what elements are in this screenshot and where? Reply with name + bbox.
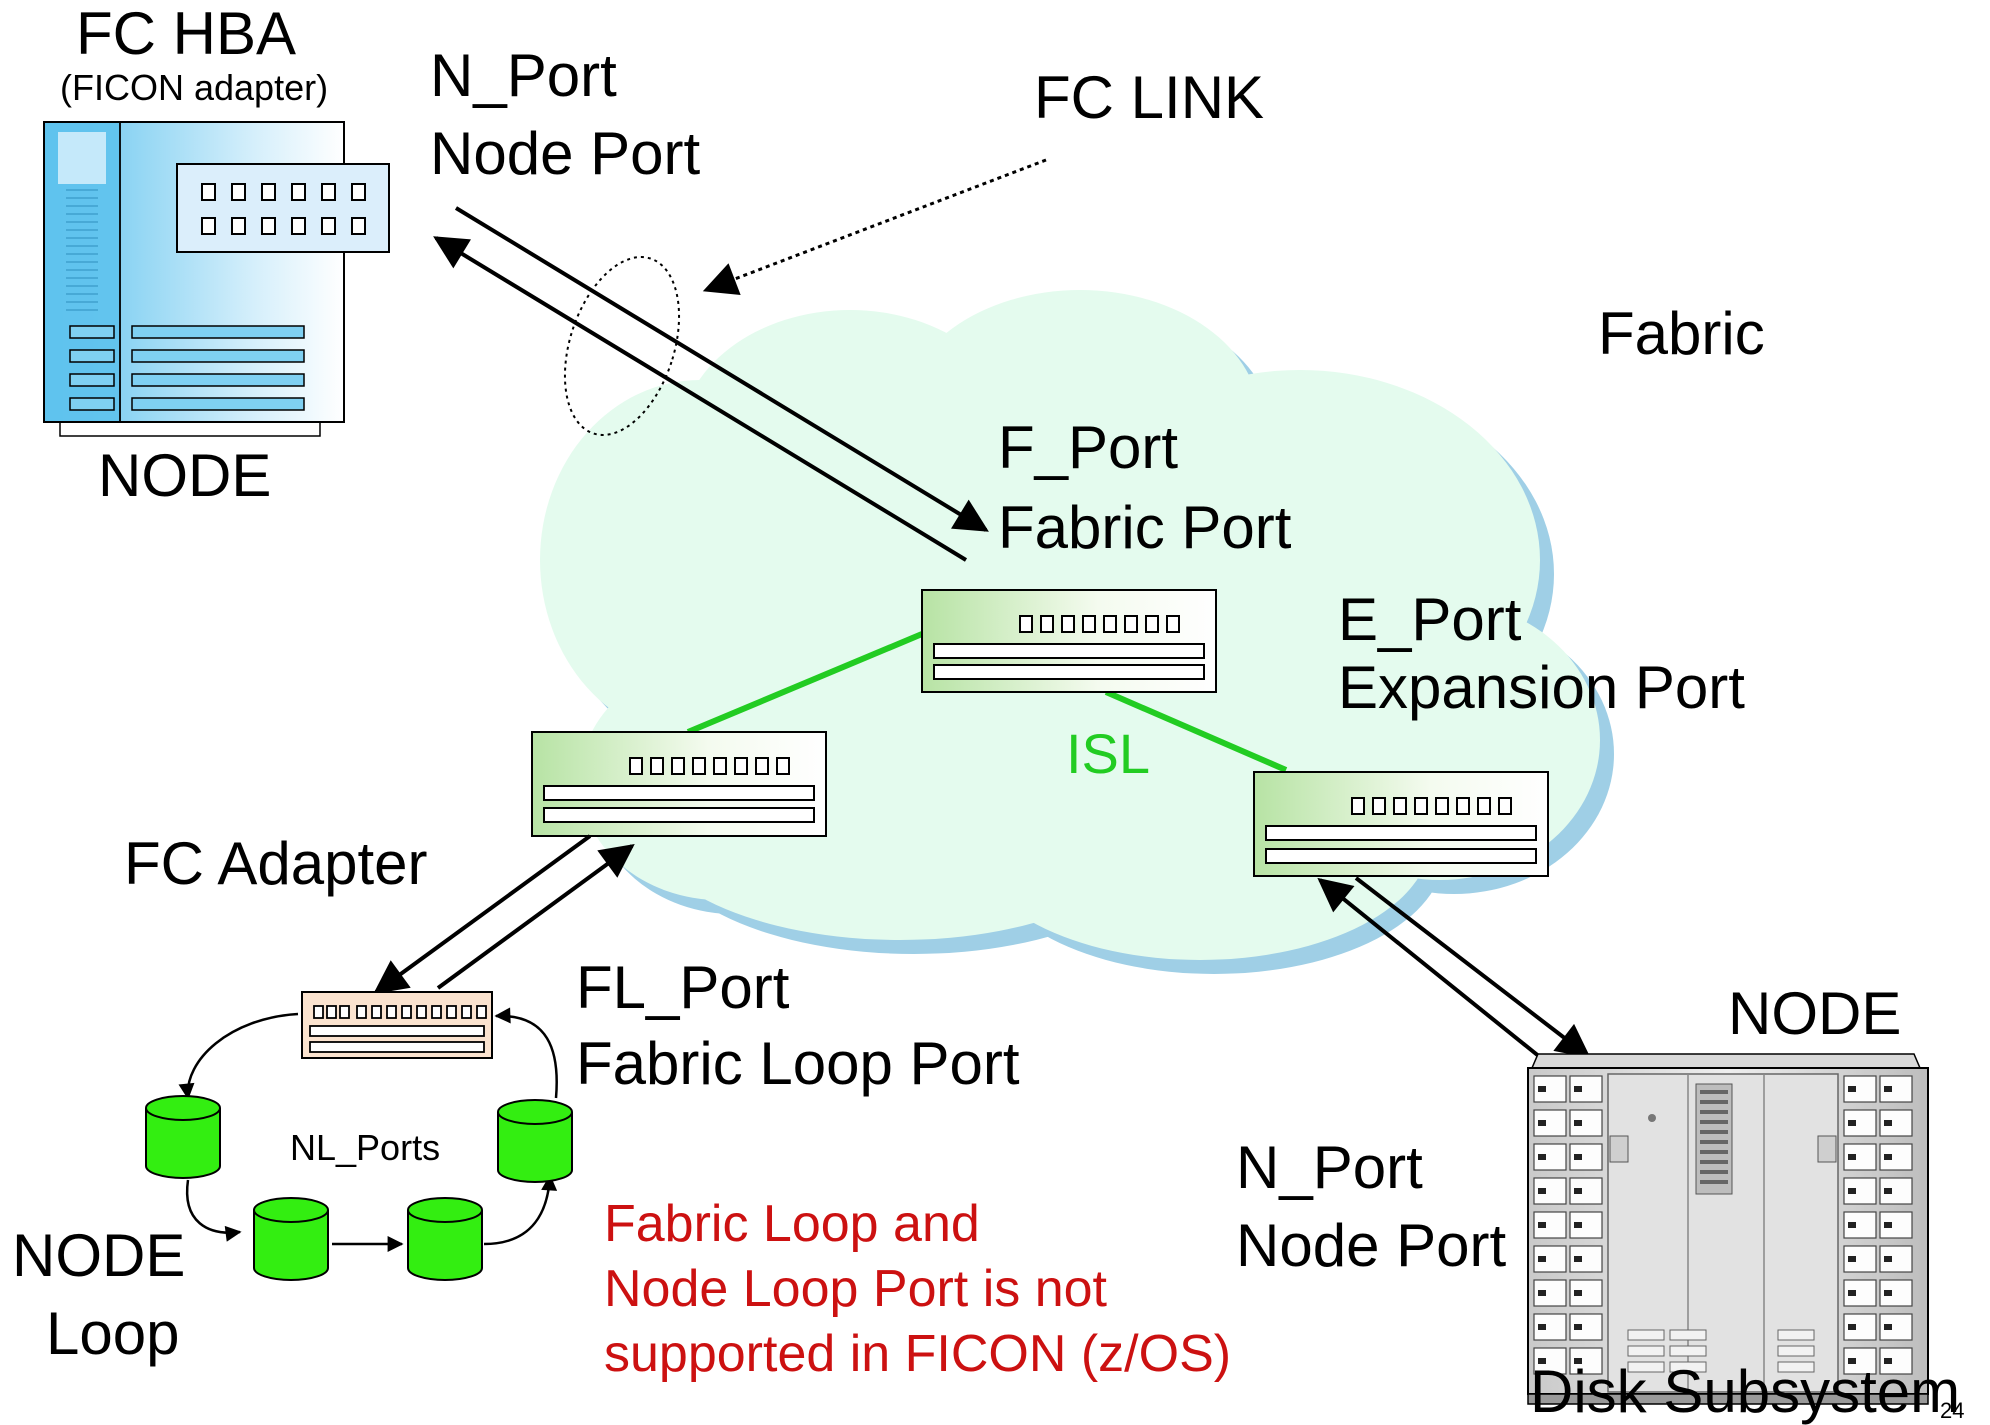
switch-right [1253,771,1549,877]
loop-arrow-disk4-to-hub [494,1007,558,1099]
isl-link-right [1104,689,1288,773]
isl-label: ISL [1066,722,1151,785]
nl-ports-label: NL_Ports [290,1127,441,1168]
n-port-bottom-label-line2: Node Port [1236,1212,1507,1279]
fc-link-ellipse [563,256,681,436]
switch-left [531,731,827,837]
note-line-2: Node Loop Port is not [604,1260,1107,1318]
fc-link-pointer [702,158,1047,295]
note-line-1: Fabric Loop and [604,1195,980,1253]
disk-icon [145,1095,221,1179]
loop-hub [301,991,493,1059]
link-arrow-to-disk [1354,876,1591,1059]
e-port-label-line1: E_Port [1338,586,1522,653]
ficon-support-note: Fabric Loop and Node Loop Port is not su… [604,1192,1231,1387]
switch-top [921,589,1217,693]
e-port-label-line2: Expansion Port [1338,654,1745,721]
n-port-top-label-line1: N_Port [430,42,617,109]
link-arrow-to-switch-left [436,843,635,990]
disk-subsystem-icon [1527,1053,1929,1405]
fc-hba-label: FC HBA [76,0,297,67]
n-port-bottom-label-line1: N_Port [1236,1134,1423,1201]
fc-link-label: FC LINK [1034,64,1265,131]
f-port-label-line1: F_Port [998,414,1179,481]
fabric-label: Fabric [1598,300,1765,367]
disk-icon [407,1197,483,1281]
disk-icon [497,1099,573,1183]
note-line-3: supported in FICON (z/OS) [604,1325,1232,1383]
fc-adapter-label: FC Adapter [124,830,428,897]
fl-port-label-line1: FL_Port [576,954,790,1021]
fl-port-label-line2: Fabric Loop Port [576,1030,1020,1097]
node-top-left-label: NODE [98,442,272,509]
link-arrow-to-fport [454,206,989,532]
page-number: 24 [1940,1398,1965,1423]
ficon-adapter-label: (FICON adapter) [60,67,329,108]
node-loop-label-line2: Loop [46,1300,180,1367]
node-loop-label-line1: NODE [12,1222,186,1289]
f-port-label-line2: Fabric Port [998,494,1292,561]
node-bottom-right-label: NODE [1728,980,1902,1047]
link-arrow-to-nport [433,236,968,562]
link-arrow-to-switch-right [1317,877,1558,1072]
loop-arrow-disk3-to-disk4 [483,1174,558,1246]
isl-link-left [686,631,924,735]
disk-subsystem-label: Disk Subsystem [1530,1358,1961,1425]
loop-arrow-disk1-to-disk2 [185,1179,242,1242]
n-port-top-label-line2: Node Port [430,120,701,187]
disk-icon [253,1197,329,1281]
server-node-icon [43,121,390,437]
link-arrow-to-hub [373,834,592,995]
loop-arrow-hub-to-disk1 [178,1012,299,1100]
